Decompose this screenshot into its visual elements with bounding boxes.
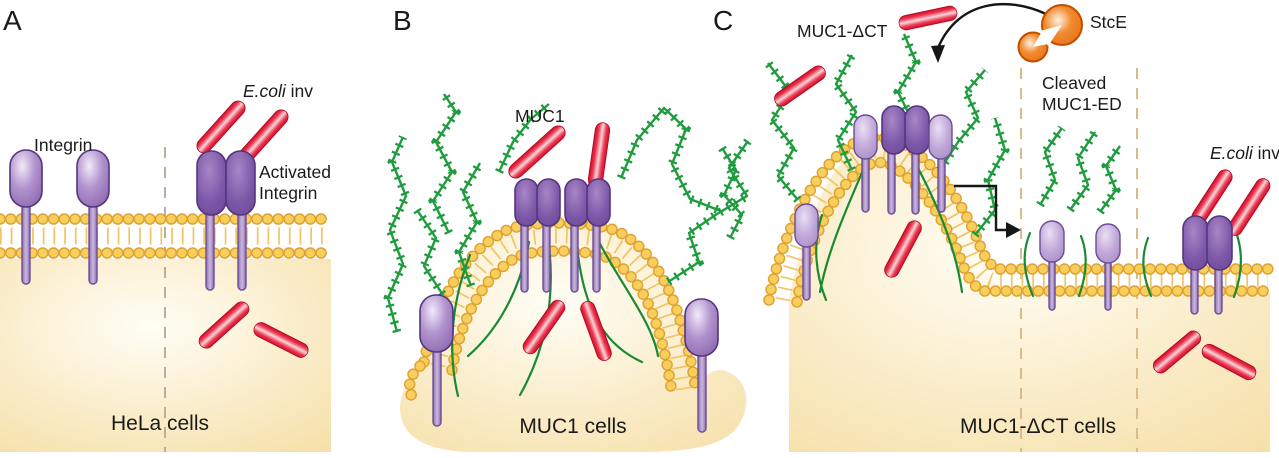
muc1-glycan-chain	[431, 93, 458, 234]
e-coli-rod	[193, 97, 249, 157]
ecoli-inv-label: E.coli inv	[243, 81, 313, 101]
cleaved-muc1-ed-fragment	[1096, 143, 1124, 215]
muc1-dct-cells-label: MUC1-ΔCT cells	[960, 415, 1116, 438]
muc1-dct-receptor-cluster	[853, 105, 953, 215]
muc1-glycan-chains	[383, 91, 754, 334]
muc1-glycan-chain	[428, 91, 462, 235]
cleaved-muc1-ed-label: MUC1-ED	[1042, 94, 1122, 114]
cleaved-muc1-ed-fragment	[1036, 125, 1066, 208]
hela-cells-label: HeLa cells	[111, 412, 209, 435]
plasma-membrane	[0, 213, 337, 259]
activated-integrin-label: Integrin	[259, 183, 317, 203]
activated-integrin-receptor	[1182, 166, 1274, 315]
cleavage-arrow	[954, 184, 1021, 238]
stce-notch	[1033, 33, 1048, 47]
activated-integrin-receptor	[193, 97, 292, 291]
muc1-dct-label: MUC1-ΔCT	[797, 21, 888, 41]
activated-integrin-label: Activated	[259, 162, 331, 182]
muc1-glycan-chain	[718, 145, 748, 240]
muc1-glycan-chains	[718, 32, 1124, 240]
stce-enzyme	[931, 3, 1083, 63]
muc1-glycan-chain	[893, 32, 921, 150]
muc1-glycan-chain	[971, 116, 1010, 238]
muc1-glycan-chain	[416, 209, 445, 296]
stce-arrow	[936, 3, 1047, 49]
stce-arrowhead	[931, 45, 945, 63]
membrane-rungs	[775, 143, 1268, 302]
stce-label: StcE	[1090, 12, 1127, 32]
e-coli-rod	[505, 122, 569, 182]
panel-a: A Integrin E.coli inv Activated Integrin…	[0, 5, 337, 452]
muc1-stub	[794, 203, 819, 301]
panel-c: C MUC1-ΔCT StcE Cleaved MUC1-ED E.coli i…	[713, 3, 1279, 453]
muc1-glycan-chain	[454, 160, 484, 288]
muc1-receptor-cluster	[505, 121, 612, 293]
integrin-receptor	[76, 149, 110, 285]
integrin-receptor	[9, 149, 43, 285]
muc1-label: MUC1	[515, 106, 565, 126]
cleaved-muc1-ed-fragment	[1099, 145, 1121, 213]
muc1-glycan-chain	[617, 101, 723, 216]
muc1-glycan-chain	[665, 138, 754, 286]
muc1-glycan-chain	[834, 54, 858, 171]
panel-letter: A	[3, 5, 22, 36]
plasma-membrane-dome	[403, 217, 702, 408]
integrin-receptor	[684, 298, 719, 433]
integrin-receptor	[419, 294, 454, 427]
muc1-glycan-chain	[386, 136, 408, 333]
lipid-bead-row	[419, 218, 701, 395]
integrin-label: Integrin	[34, 135, 92, 155]
cleaved-muc1-ed-label: Cleaved	[1042, 73, 1106, 93]
panel-letter: B	[393, 5, 412, 36]
muc1-glycan-chain	[383, 135, 411, 334]
cleaved-muc1-ed-fragment	[1038, 127, 1063, 206]
muc1-stub	[1095, 223, 1121, 311]
muc1-glycan-chain	[497, 103, 550, 173]
muc1-glycan-chain	[974, 117, 1007, 236]
panel-letter: C	[713, 5, 733, 36]
mucin-stems	[815, 166, 1242, 302]
lipid-bead-cluster	[405, 361, 425, 407]
muc1-cells-label: MUC1 cells	[519, 415, 626, 438]
muc1-glycan-chain	[720, 147, 744, 239]
e-coli-rod	[771, 62, 829, 110]
ecoli-inv-label: E.coli inv	[1210, 143, 1279, 163]
panel-b: B MUC1 MUC1 cells	[383, 5, 754, 452]
muc1-glycan-chain	[619, 106, 722, 213]
muc1-stub	[1039, 220, 1065, 311]
cleaved-muc1-ed-fragment	[1066, 129, 1099, 213]
lipid-bead-row	[447, 246, 677, 399]
